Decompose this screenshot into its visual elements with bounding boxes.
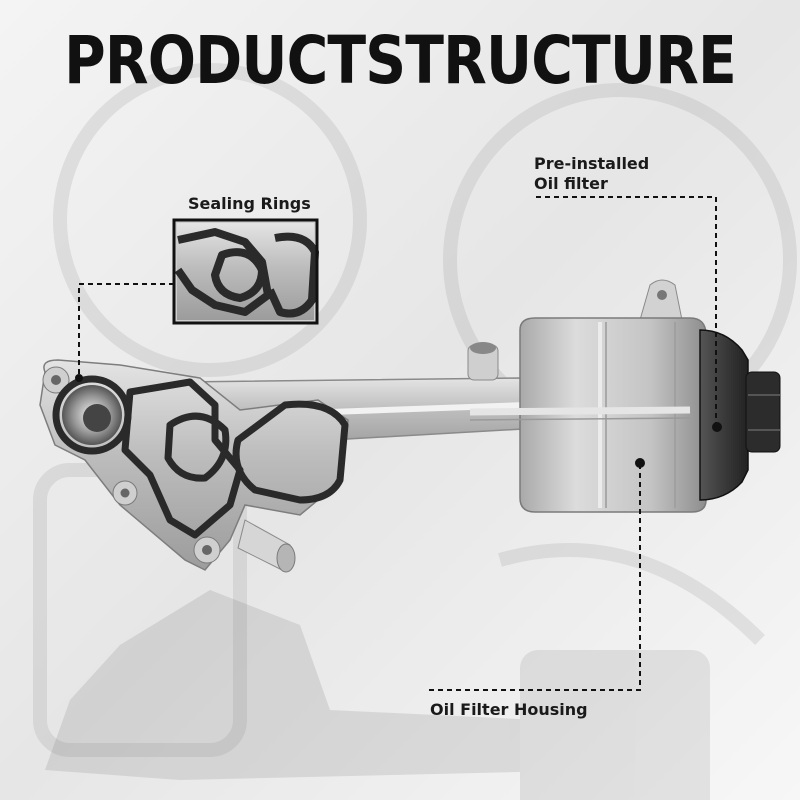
callout-oil-filter-housing <box>429 458 645 691</box>
sealing-rings-part <box>52 375 349 539</box>
filter-canister-part <box>469 279 707 513</box>
oil-filter-housing-label: Oil Filter Housing <box>430 700 588 719</box>
page-title: PRODUCTSTRUCTURE <box>64 22 737 99</box>
filter-cap-part <box>699 329 781 501</box>
sealing-rings-inset <box>172 218 319 325</box>
product-reflection <box>45 590 710 800</box>
callout-sealing-rings <box>75 283 174 382</box>
pre-installed-label-line2: Oil filter <box>534 174 608 193</box>
pre-installed-label-line1: Pre-installed <box>534 154 650 173</box>
callout-pre-installed <box>536 196 722 432</box>
sealing-rings-label: Sealing Rings <box>188 194 311 213</box>
